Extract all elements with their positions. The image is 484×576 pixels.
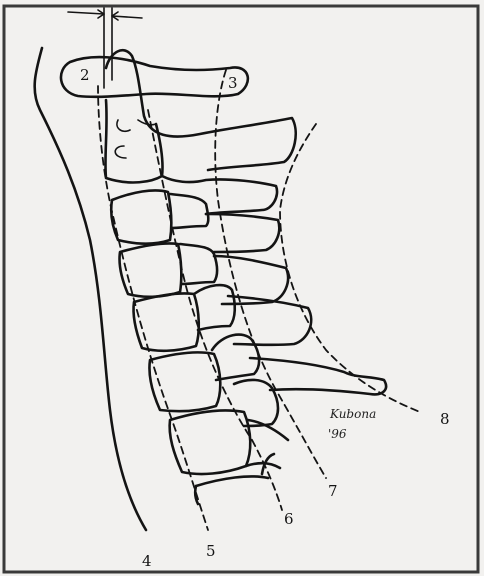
c4-spinous xyxy=(214,256,288,304)
label-8: 8 xyxy=(440,410,450,428)
c3-body xyxy=(111,190,171,243)
c6-spinous xyxy=(250,358,386,394)
artist-signature-year: '96 xyxy=(328,427,347,441)
soft-tissue-outline xyxy=(35,48,146,530)
line-7-spinolaminar xyxy=(215,70,326,478)
c5-body xyxy=(133,293,198,350)
c7-body xyxy=(170,410,251,474)
odontoid-process xyxy=(106,50,296,170)
line-8-posterior-spinous xyxy=(280,124,420,412)
label-5: 5 xyxy=(206,542,216,560)
c4-facet xyxy=(180,244,217,284)
line-5-anterior-vertebral xyxy=(98,86,208,530)
label-7: 7 xyxy=(328,482,338,500)
c6-body xyxy=(149,352,220,411)
label-3: 3 xyxy=(228,74,238,92)
label-2: 2 xyxy=(80,66,90,84)
c3-spinous xyxy=(206,214,279,252)
label-6: 6 xyxy=(284,510,294,528)
c7-facet xyxy=(234,380,278,426)
c3-facet xyxy=(170,194,208,228)
c5-facet xyxy=(194,285,235,330)
label-4: 4 xyxy=(142,552,152,570)
c4-body xyxy=(119,243,181,296)
artist-signature: Kubona xyxy=(329,407,376,421)
